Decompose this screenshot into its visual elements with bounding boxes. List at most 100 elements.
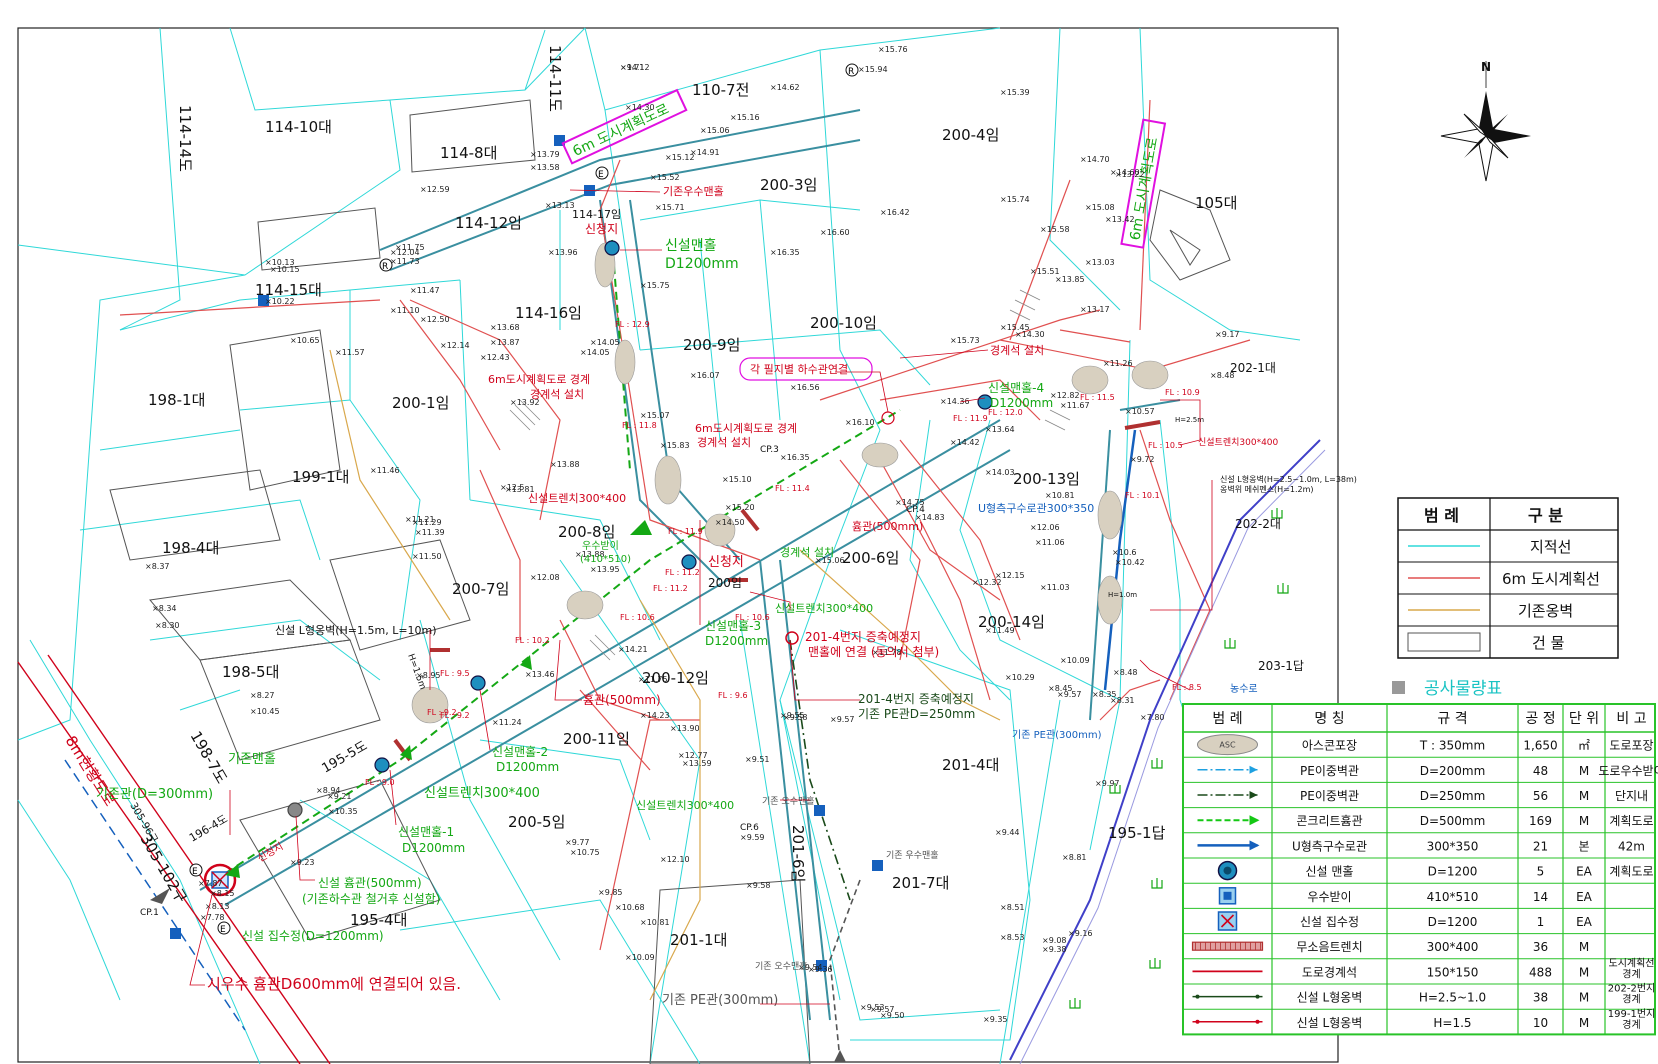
legend-item: 6m 도시계획선: [1502, 570, 1600, 588]
quantity-table-cell: 단지내: [1615, 789, 1648, 803]
spot-height: ×14.83: [915, 513, 945, 522]
paddy-symbols: [1069, 508, 1289, 1009]
spot-height: ×9.53: [860, 1003, 885, 1012]
spot-height: ×11.47: [410, 286, 440, 295]
quantity-table-cell: PE이중벽관: [1300, 764, 1359, 778]
spot-height: ×10.09: [1060, 656, 1090, 665]
quantity-table-cell: 300*350: [1427, 839, 1479, 853]
manhole-top: [604, 240, 620, 256]
svg-text:신설맨홀-1: 신설맨홀-1: [398, 825, 454, 839]
svg-text:D1200mm: D1200mm: [496, 760, 559, 774]
trenches: [393, 420, 1161, 762]
spot-height: ×12.43: [480, 353, 510, 362]
svg-text:CP.1: CP.1: [140, 908, 159, 918]
flow-level-label: FL : 11.2: [653, 584, 688, 593]
svg-text:신설트렌치300*400: 신설트렌치300*400: [424, 786, 540, 801]
spot-height: ×10.68: [615, 903, 645, 912]
spot-height: ×9.58: [783, 713, 808, 722]
spot-height: ×9.16: [1068, 929, 1093, 938]
legend-header: 범 례: [1424, 506, 1459, 525]
quantity-table-cell: 169: [1529, 814, 1552, 828]
spot-height: ×12.50: [420, 315, 450, 324]
spot-height: ×8.30: [155, 621, 180, 630]
parcel-label: 198-1대: [148, 391, 205, 409]
quantity-table-cell: 488: [1529, 965, 1552, 979]
spot-height: ×9.51: [745, 755, 770, 764]
spot-height: ×9.23: [290, 858, 315, 867]
svg-text:신설 집수정(D=1200mm): 신설 집수정(D=1200mm): [242, 929, 384, 943]
svg-text:H=1.0m: H=1.0m: [1108, 591, 1137, 599]
quantity-table-cell: PE이중벽관: [1300, 789, 1359, 803]
north-arrow: N: [1440, 60, 1531, 182]
quantity-table-cell: D=250mm: [1420, 789, 1486, 803]
flow-level-label: FL : 9.2: [427, 708, 457, 717]
spot-height: ×9.35: [983, 1015, 1008, 1024]
svg-text:경계석 설치: 경계석 설치: [697, 436, 751, 449]
parcel-label: 114-17임: [572, 208, 621, 221]
quantity-table-cell: 계획도로: [1609, 865, 1653, 879]
spot-height: ×8.95: [416, 671, 441, 680]
spot-height: ×8.27: [250, 691, 275, 700]
spot-height: ×7.80: [1140, 713, 1165, 722]
existing-manhole: [287, 802, 303, 818]
spot-height: ×11.29: [412, 518, 442, 527]
svg-text:신설 흄관(500mm): 신설 흄관(500mm): [318, 876, 422, 890]
spot-height: ×13.88: [575, 550, 605, 559]
parcel-label: 202-1대: [1230, 361, 1276, 375]
parcel-label: 114-11도: [546, 45, 564, 112]
svg-text:시우수 흄관D600mm에 연결되어 있음.: 시우수 흄관D600mm에 연결되어 있음.: [207, 975, 461, 993]
quantity-table-cell: 콘크리트흄관: [1296, 814, 1362, 828]
spot-height: ×9.57: [870, 1005, 895, 1014]
quantity-table-cell: D=500mm: [1420, 814, 1486, 828]
road-plan-label: 6m 도시계획도로: [570, 101, 671, 160]
svg-text:흄관(500mm): 흄관(500mm): [583, 693, 661, 707]
svg-text:ASC: ASC: [1219, 741, 1236, 750]
spot-height: ×8.13: [205, 902, 230, 911]
flow-level-label: FL : 11.2: [665, 568, 700, 577]
spot-height: ×7.78: [200, 913, 225, 922]
spot-height: ×9.38: [1042, 945, 1067, 954]
quantity-table-cell: 48: [1533, 764, 1548, 778]
spot-height: ×15.06: [815, 556, 845, 565]
spot-height: ×10.13: [265, 258, 295, 267]
spot-height: ×9.44: [995, 828, 1020, 837]
parcel-label: 196-4도: [187, 812, 230, 844]
spot-height: ×13.85: [1055, 275, 1085, 284]
spot-height: ×11.06: [1035, 538, 1065, 547]
spot-height: ×11.75: [638, 675, 668, 684]
quantity-table-cell: 우수받이: [1307, 890, 1351, 904]
north-label: N: [1481, 60, 1491, 74]
flow-level-label: FL : 9.2: [440, 711, 470, 720]
svg-text:신설맨홀: 신설맨홀: [665, 238, 717, 254]
flow-level-label: FL : 9.6: [718, 691, 748, 700]
quantity-table-cell: 56: [1533, 789, 1548, 803]
svg-text:(410*510): (410*510): [580, 554, 631, 565]
quantity-table-cell: T : 350mm: [1419, 739, 1485, 753]
flow-level-label: FL : 10.1: [1125, 491, 1160, 500]
svg-text:E: E: [598, 170, 604, 180]
quantity-table-cell: 도로우수받이: [1598, 764, 1658, 778]
spot-height: ×14.30: [1015, 330, 1045, 339]
existing-walls: [329, 349, 1001, 1001]
svg-text:CP.6: CP.6: [740, 823, 759, 833]
spot-height: ×15.76: [878, 45, 908, 54]
spot-height: ×16.42: [880, 208, 910, 217]
spot-height: ×8.34: [152, 604, 177, 613]
spot-height: ×15.94: [858, 65, 888, 74]
spot-height: ×10.57: [1125, 407, 1155, 416]
flow-level-label: FL : 12.0: [988, 408, 1023, 417]
spot-height: ×10.15: [270, 265, 300, 274]
svg-text:H=2.5m: H=2.5m: [1175, 416, 1204, 424]
parcel-label: 200-11임: [563, 730, 630, 748]
spot-height: ×14.60: [1110, 168, 1140, 177]
parcel-label: 200-9임: [683, 336, 740, 354]
svg-text:우수받이: 우수받이: [582, 540, 619, 552]
quantity-table-cell: 본: [1578, 839, 1589, 853]
quantity-table-cell: M: [1579, 1016, 1589, 1030]
road-plan-label: 6m 도시계획도로: [1127, 136, 1161, 242]
svg-text:옹벽위 메쉬펜스(H=1.2m): 옹벽위 메쉬펜스(H=1.2m): [1220, 484, 1314, 494]
quantity-table-header: 규 격: [1437, 711, 1467, 727]
spot-height: ×15.58: [1040, 225, 1070, 234]
